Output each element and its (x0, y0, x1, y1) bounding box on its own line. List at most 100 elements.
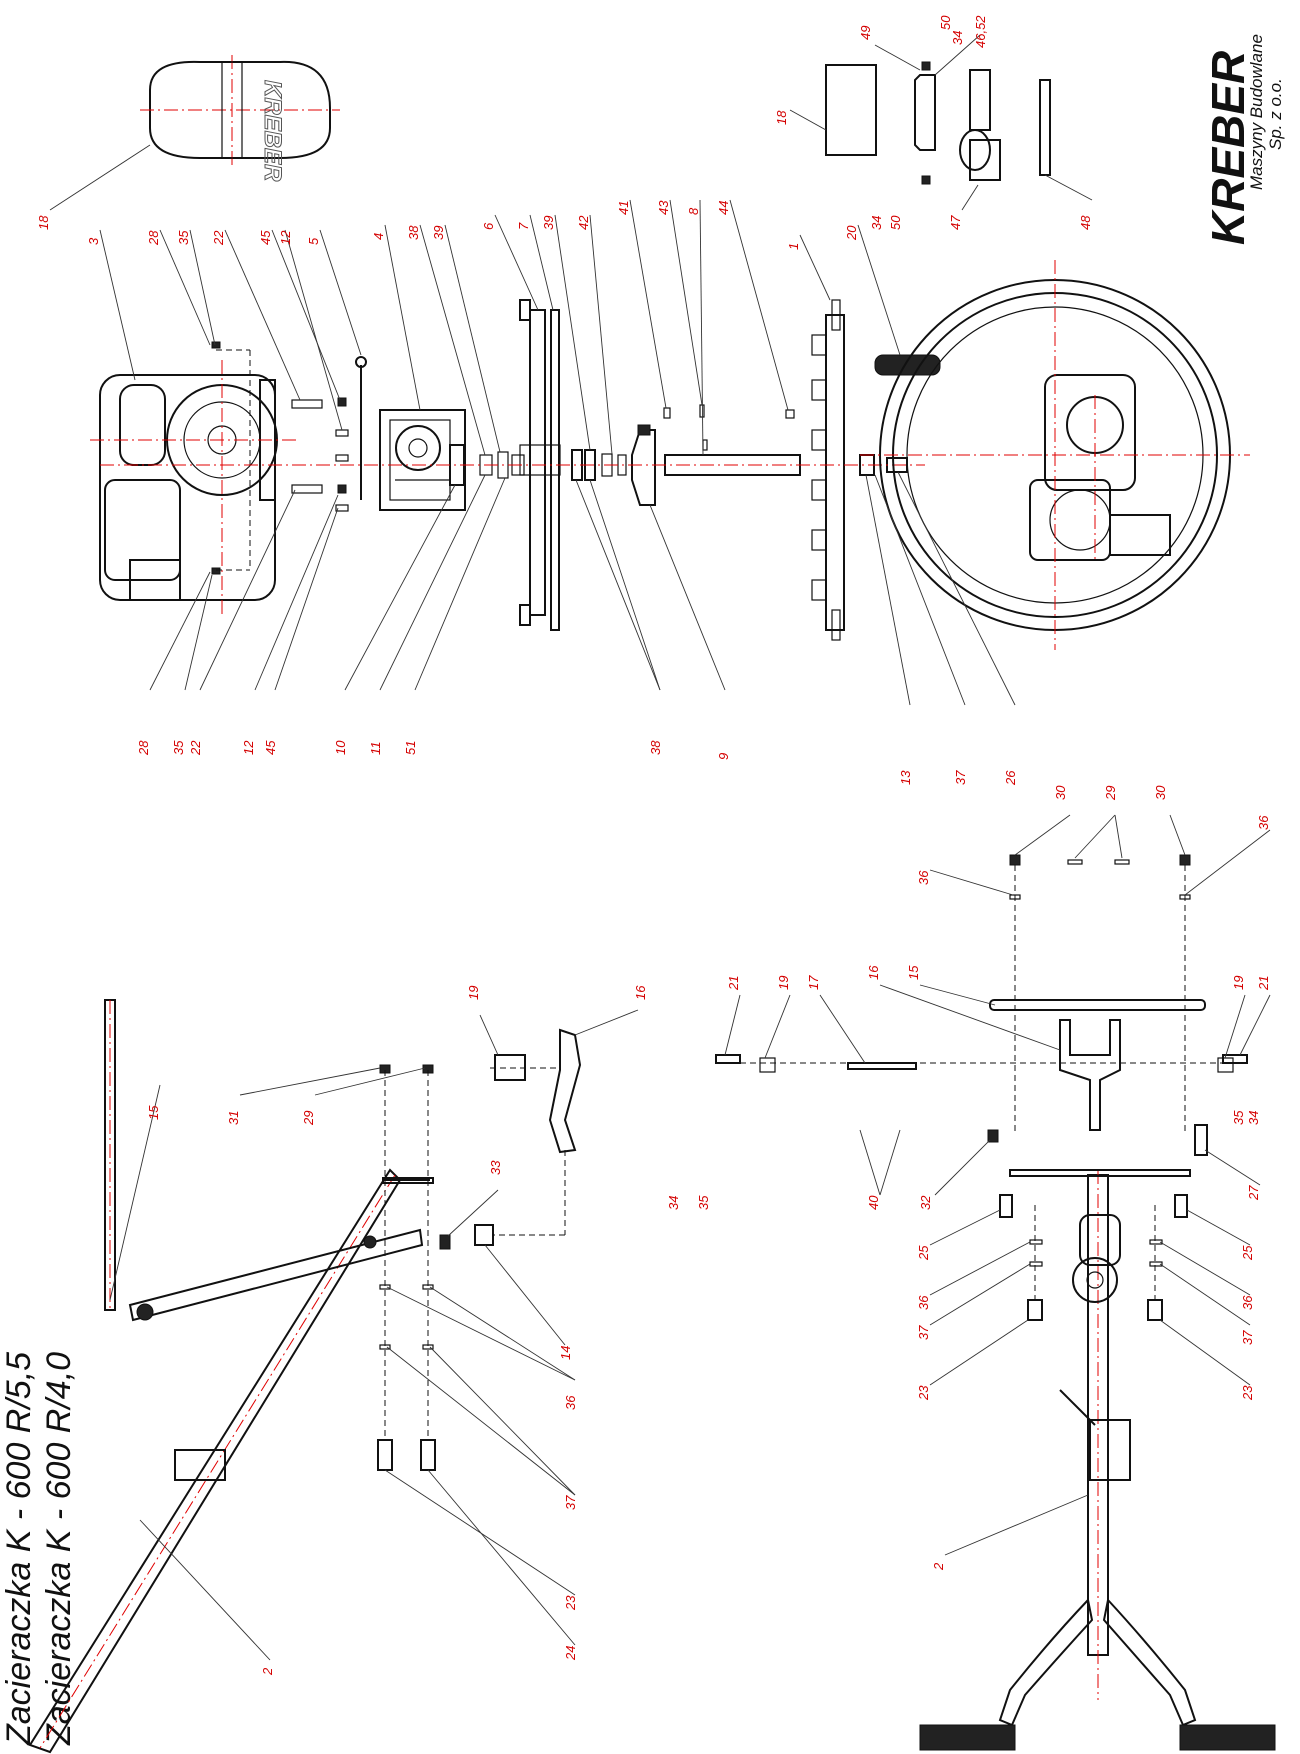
leader-lines (49, 34, 1271, 1661)
callout-35: 35 (176, 230, 191, 245)
callout-19: 19 (466, 986, 481, 1000)
callout-2: 2 (260, 1667, 275, 1676)
callout-37: 37 (953, 770, 968, 785)
callout-38-b: 38 (648, 740, 663, 755)
gearbox (379, 409, 466, 511)
callout-31: 31 (226, 1111, 241, 1125)
callout-20: 20 (844, 225, 859, 241)
callout-38: 38 (406, 225, 421, 240)
callout-11: 11 (368, 742, 383, 756)
callout-22-b: 22 (188, 740, 203, 756)
callout-14: 14 (558, 1346, 573, 1360)
callout-37-b: 37 (563, 1495, 578, 1510)
callout-46-52: 46,52 (973, 15, 988, 48)
front-fasteners (715, 854, 1248, 1321)
callout-23-b: 23 (916, 1385, 931, 1401)
callout-25: 25 (916, 1245, 931, 1261)
callout-45: 45 (258, 230, 273, 245)
callout-39: 39 (431, 226, 446, 240)
engine (90, 360, 300, 615)
callout-30-b: 30 (1153, 785, 1168, 800)
callout-30: 30 (1053, 785, 1068, 800)
callout-34-c: 34 (666, 1196, 681, 1210)
callout-37-d: 37 (1240, 1330, 1255, 1345)
title-block: Zacieraczka K - 600 R/5,5 Zacieraczka K … (0, 1352, 78, 1746)
callout-16: 16 (633, 985, 648, 1000)
callout-3: 3 (86, 237, 101, 245)
callout-6: 6 (481, 222, 496, 230)
callout-2-b: 2 (931, 1562, 946, 1571)
side-brackets (439, 1028, 582, 1250)
side-fasteners (377, 1064, 436, 1471)
callout-8: 8 (686, 207, 701, 215)
callout-51: 51 (403, 741, 418, 755)
brand-subtitle-1: Maszyny Budowlane (1247, 34, 1266, 190)
callout-15: 15 (146, 1105, 161, 1120)
callout-25-b: 25 (1240, 1245, 1255, 1261)
callout-45-b: 45 (263, 740, 278, 755)
callout-28-b: 28 (136, 740, 151, 756)
callout-47: 47 (948, 215, 963, 230)
brand-name: KREBER (1202, 51, 1254, 245)
callout-17: 17 (806, 975, 821, 990)
callout-33: 33 (488, 1160, 503, 1175)
fork-and-plate (847, 999, 1206, 1177)
callout-1: 1 (786, 243, 801, 250)
callout-48: 48 (1078, 215, 1093, 230)
shaft-cone (631, 424, 656, 506)
callout-4: 4 (371, 233, 386, 240)
guard-ring-top-view (860, 260, 1250, 650)
handle-side-view (28, 999, 434, 1754)
callout-12-b: 12 (241, 740, 256, 755)
callout-32: 32 (918, 1195, 933, 1210)
callout-34-d: 34 (1246, 1111, 1261, 1125)
callout-44: 44 (716, 201, 731, 215)
callout-41: 41 (616, 201, 631, 215)
throttle-handle (874, 354, 941, 376)
callout-18-b: 18 (774, 110, 789, 125)
callout-13: 13 (898, 770, 913, 785)
callout-39-b: 39 (541, 216, 556, 230)
callout-42: 42 (576, 215, 591, 230)
brand-block: KREBER Maszyny Budowlane Sp. z o.o. (1202, 34, 1285, 245)
callout-36-d: 36 (916, 1295, 931, 1310)
callout-24: 24 (563, 1646, 578, 1661)
callout-23-c: 23 (1240, 1385, 1255, 1401)
callout-16-b: 16 (866, 965, 881, 980)
callout-29-b: 29 (1103, 786, 1118, 801)
callout-23: 23 (563, 1595, 578, 1611)
callout-21: 21 (726, 976, 741, 991)
title-line-1: Zacieraczka K - 600 R/5,5 (0, 1352, 38, 1746)
callout-36-c: 36 (1256, 815, 1271, 830)
callout-9: 9 (716, 753, 731, 760)
key-part-5 (355, 356, 367, 500)
guard-logo: KREBER (259, 80, 286, 182)
callout-5: 5 (306, 237, 321, 245)
callout-50-a: 50 (888, 215, 903, 230)
callout-labels: 18 3 28 35 22 45 12 5 4 38 39 6 7 39 42 … (36, 15, 1271, 1676)
callout-18: 18 (36, 215, 51, 230)
brand-subtitle-2: Sp. z o.o. (1266, 78, 1285, 150)
callout-34-a: 34 (869, 216, 884, 230)
callout-35-c: 35 (696, 1195, 711, 1210)
callout-37-c: 37 (916, 1325, 931, 1340)
callout-19-b: 19 (776, 976, 791, 990)
callout-19-c: 19 (1231, 976, 1246, 990)
callout-36: 36 (563, 1395, 578, 1410)
callout-12: 12 (278, 230, 293, 245)
engine-fasteners (211, 341, 349, 575)
callout-36-e: 36 (1240, 1295, 1255, 1310)
handle-front-view (919, 1170, 1276, 1751)
callout-10: 10 (333, 740, 348, 755)
blade-arm-frame (811, 299, 845, 641)
callout-27: 27 (1246, 1185, 1261, 1201)
callout-43: 43 (656, 200, 671, 215)
callout-34-b: 34 (950, 31, 965, 45)
callout-50-b: 50 (938, 15, 953, 30)
spider-plate (519, 299, 561, 631)
belt-guard-plate: KREBER (140, 55, 340, 183)
callout-26: 26 (1003, 770, 1018, 786)
callout-35-d: 35 (1231, 1110, 1246, 1125)
callout-29: 29 (301, 1111, 316, 1126)
